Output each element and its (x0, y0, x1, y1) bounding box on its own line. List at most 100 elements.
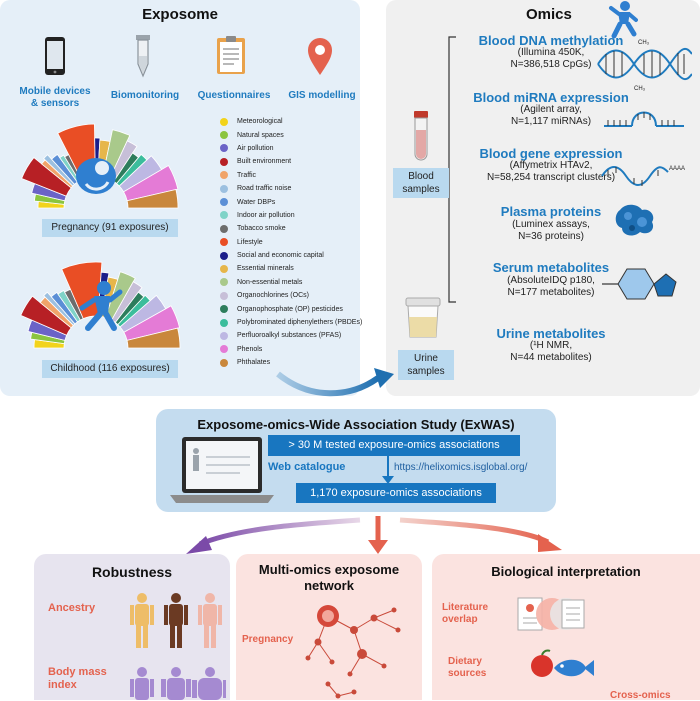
legend-swatch (220, 157, 228, 166)
legend-swatch (220, 331, 228, 340)
legend-label: Tobacco smoke (237, 225, 286, 233)
legend-item: Polybrominated diphenylethers (PBDEs) (220, 316, 363, 329)
robustness-title: Robustness (91, 564, 173, 580)
legend-swatch (220, 224, 228, 233)
legend-item: Lifestyle (220, 236, 360, 249)
exposure-wedge (118, 155, 163, 193)
legend-swatch (220, 305, 228, 314)
omic-sub-gene-expression: (Affymetrix HTAv2, N=58,254 transcript c… (486, 160, 616, 183)
legend-swatch (220, 211, 228, 220)
legend-item: Tobacco smoke (220, 222, 360, 235)
exposure-wedge (20, 295, 72, 336)
legend-label: Indoor air pollution (237, 211, 295, 219)
legend-label: Meteorological (237, 118, 283, 126)
urine-cup-icon (405, 297, 441, 338)
serum-metabolite-icon (602, 268, 677, 300)
web-catalogue-link[interactable]: https://helixomics.isglobal.org/ (394, 462, 528, 473)
legend-swatch (220, 264, 228, 273)
exposure-wedge (119, 294, 167, 333)
pregnancy-label: Pregnancy (91 exposures) (42, 219, 178, 237)
running-child-icon (79, 281, 123, 331)
smartphone-icon (45, 37, 65, 75)
omic-title-dna-methylation: Blood DNA methylation (478, 33, 624, 48)
exwas-title: Exposome-omics-Wide Association Study (E… (197, 417, 515, 432)
cross-omics-label: Cross-omics (610, 690, 671, 701)
ancestry-label: Ancestry (48, 602, 96, 614)
legend-label: Social and economic capital (237, 252, 324, 260)
legend-swatch (220, 117, 228, 126)
pregnancy-semicircle (20, 123, 181, 349)
exposure-wedge (21, 157, 72, 197)
omic-sub-urine-metabolites: (¹H NMR, N=44 metabolites) (510, 340, 592, 363)
omic-title-serum-metabolites: Serum metabolites (492, 260, 610, 275)
legend-label: Non-essential metals (237, 278, 303, 286)
legend-label: Organochlorines (OCs) (237, 292, 309, 300)
legend-item: Built environment (220, 155, 360, 168)
omics-panel: Omics Blood samples Urine samples Blood … (386, 0, 700, 396)
dietary-sources-label: Dietary sources (448, 656, 487, 679)
legend-label: Organophosphate (OP) pesticides (237, 305, 343, 313)
legend-swatch (220, 358, 228, 367)
robustness-panel: Robustness Ancestry Body mass index (34, 554, 230, 700)
bmi-people-icon (130, 667, 226, 700)
source-label-mobile: Mobile devices & sensors (19, 86, 91, 109)
network-panel: Multi-omics exposome network Pregnancy (236, 554, 422, 700)
source-label-biomonitoring: Biomonitoring (110, 90, 180, 101)
blood-tube-icon (414, 111, 428, 161)
tested-associations-box: > 30 M tested exposure-omics association… (268, 435, 520, 456)
legend-swatch (220, 184, 228, 193)
exposome-to-omics-arrow (276, 368, 394, 397)
jumping-child-icon (609, 1, 638, 39)
omics-title: Omics (526, 6, 572, 23)
childhood-label: Childhood (116 exposures) (42, 360, 178, 378)
legend-item: Non-essential metals (220, 276, 360, 289)
network-pregnancy-label: Pregnancy (242, 634, 294, 645)
interpretation-title: Biological interpretation (491, 564, 641, 579)
legend-label: Lifestyle (237, 238, 263, 246)
legend-label: Water DBPs (237, 198, 276, 206)
legend-label: Phthalates (237, 359, 271, 367)
legend-item: Meteorological (220, 115, 360, 128)
omic-sub-plasma-proteins: (Luminex assays, N=36 proteins) (512, 219, 590, 242)
omic-sub-dna-methylation: (Illumina 450K, N=386,518 CpGs) (510, 47, 592, 70)
protein-icon (615, 204, 654, 236)
mirna-icon (604, 111, 684, 127)
exposome-title: Exposome (142, 6, 218, 23)
legend-label: Traffic (237, 171, 257, 179)
gene-expression-icon (601, 166, 669, 186)
exwas-panel: Exposome-omics-Wide Association Study (E… (156, 409, 556, 512)
associations-result-box: 1,170 exposure-omics associations (296, 483, 496, 503)
ch3-label-b: CH₃ (634, 86, 646, 92)
legend-label: Polybrominated diphenylethers (PBDEs) (237, 319, 363, 327)
legend-label: Natural spaces (237, 131, 284, 139)
food-icon (531, 649, 594, 677)
legend-item: Social and economic capital (220, 249, 360, 262)
legend-swatch (220, 171, 228, 180)
legend-swatch (220, 144, 228, 153)
omic-title-urine-metabolites: Urine metabolites (496, 326, 606, 341)
legend-swatch (220, 345, 228, 354)
source-label-gis: GIS modelling (288, 90, 356, 101)
exposure-wedge (27, 319, 68, 341)
omic-title-mirna: Blood miRNA expression (473, 90, 629, 105)
ancestry-people-icon (130, 593, 222, 648)
legend-label: Essential minerals (237, 265, 294, 273)
legend-item: Organophosphate (OP) pesticides (220, 302, 360, 315)
literature-overlap-label: Literature overlap (442, 602, 489, 625)
legend-item: Phenols (220, 343, 360, 356)
legend-item: Phthalates (220, 356, 360, 369)
exposome-panel: Exposome Mobile devices & sensors Biomon… (0, 0, 363, 396)
legend-label: Road traffic noise (237, 185, 292, 193)
legend-item: Indoor air pollution (220, 209, 360, 222)
legend-swatch (220, 238, 228, 247)
exposure-wedge (126, 189, 179, 209)
dna-methylation-icon (597, 47, 692, 81)
legend-swatch (220, 291, 228, 300)
omic-title-plasma-proteins: Plasma proteins (500, 204, 602, 219)
network-title: Multi-omics exposome network (258, 562, 400, 593)
legend-item: Natural spaces (220, 128, 360, 141)
exwas-output-arrows (186, 516, 562, 554)
legend-swatch (220, 198, 228, 207)
legend-item: Traffic (220, 169, 360, 182)
